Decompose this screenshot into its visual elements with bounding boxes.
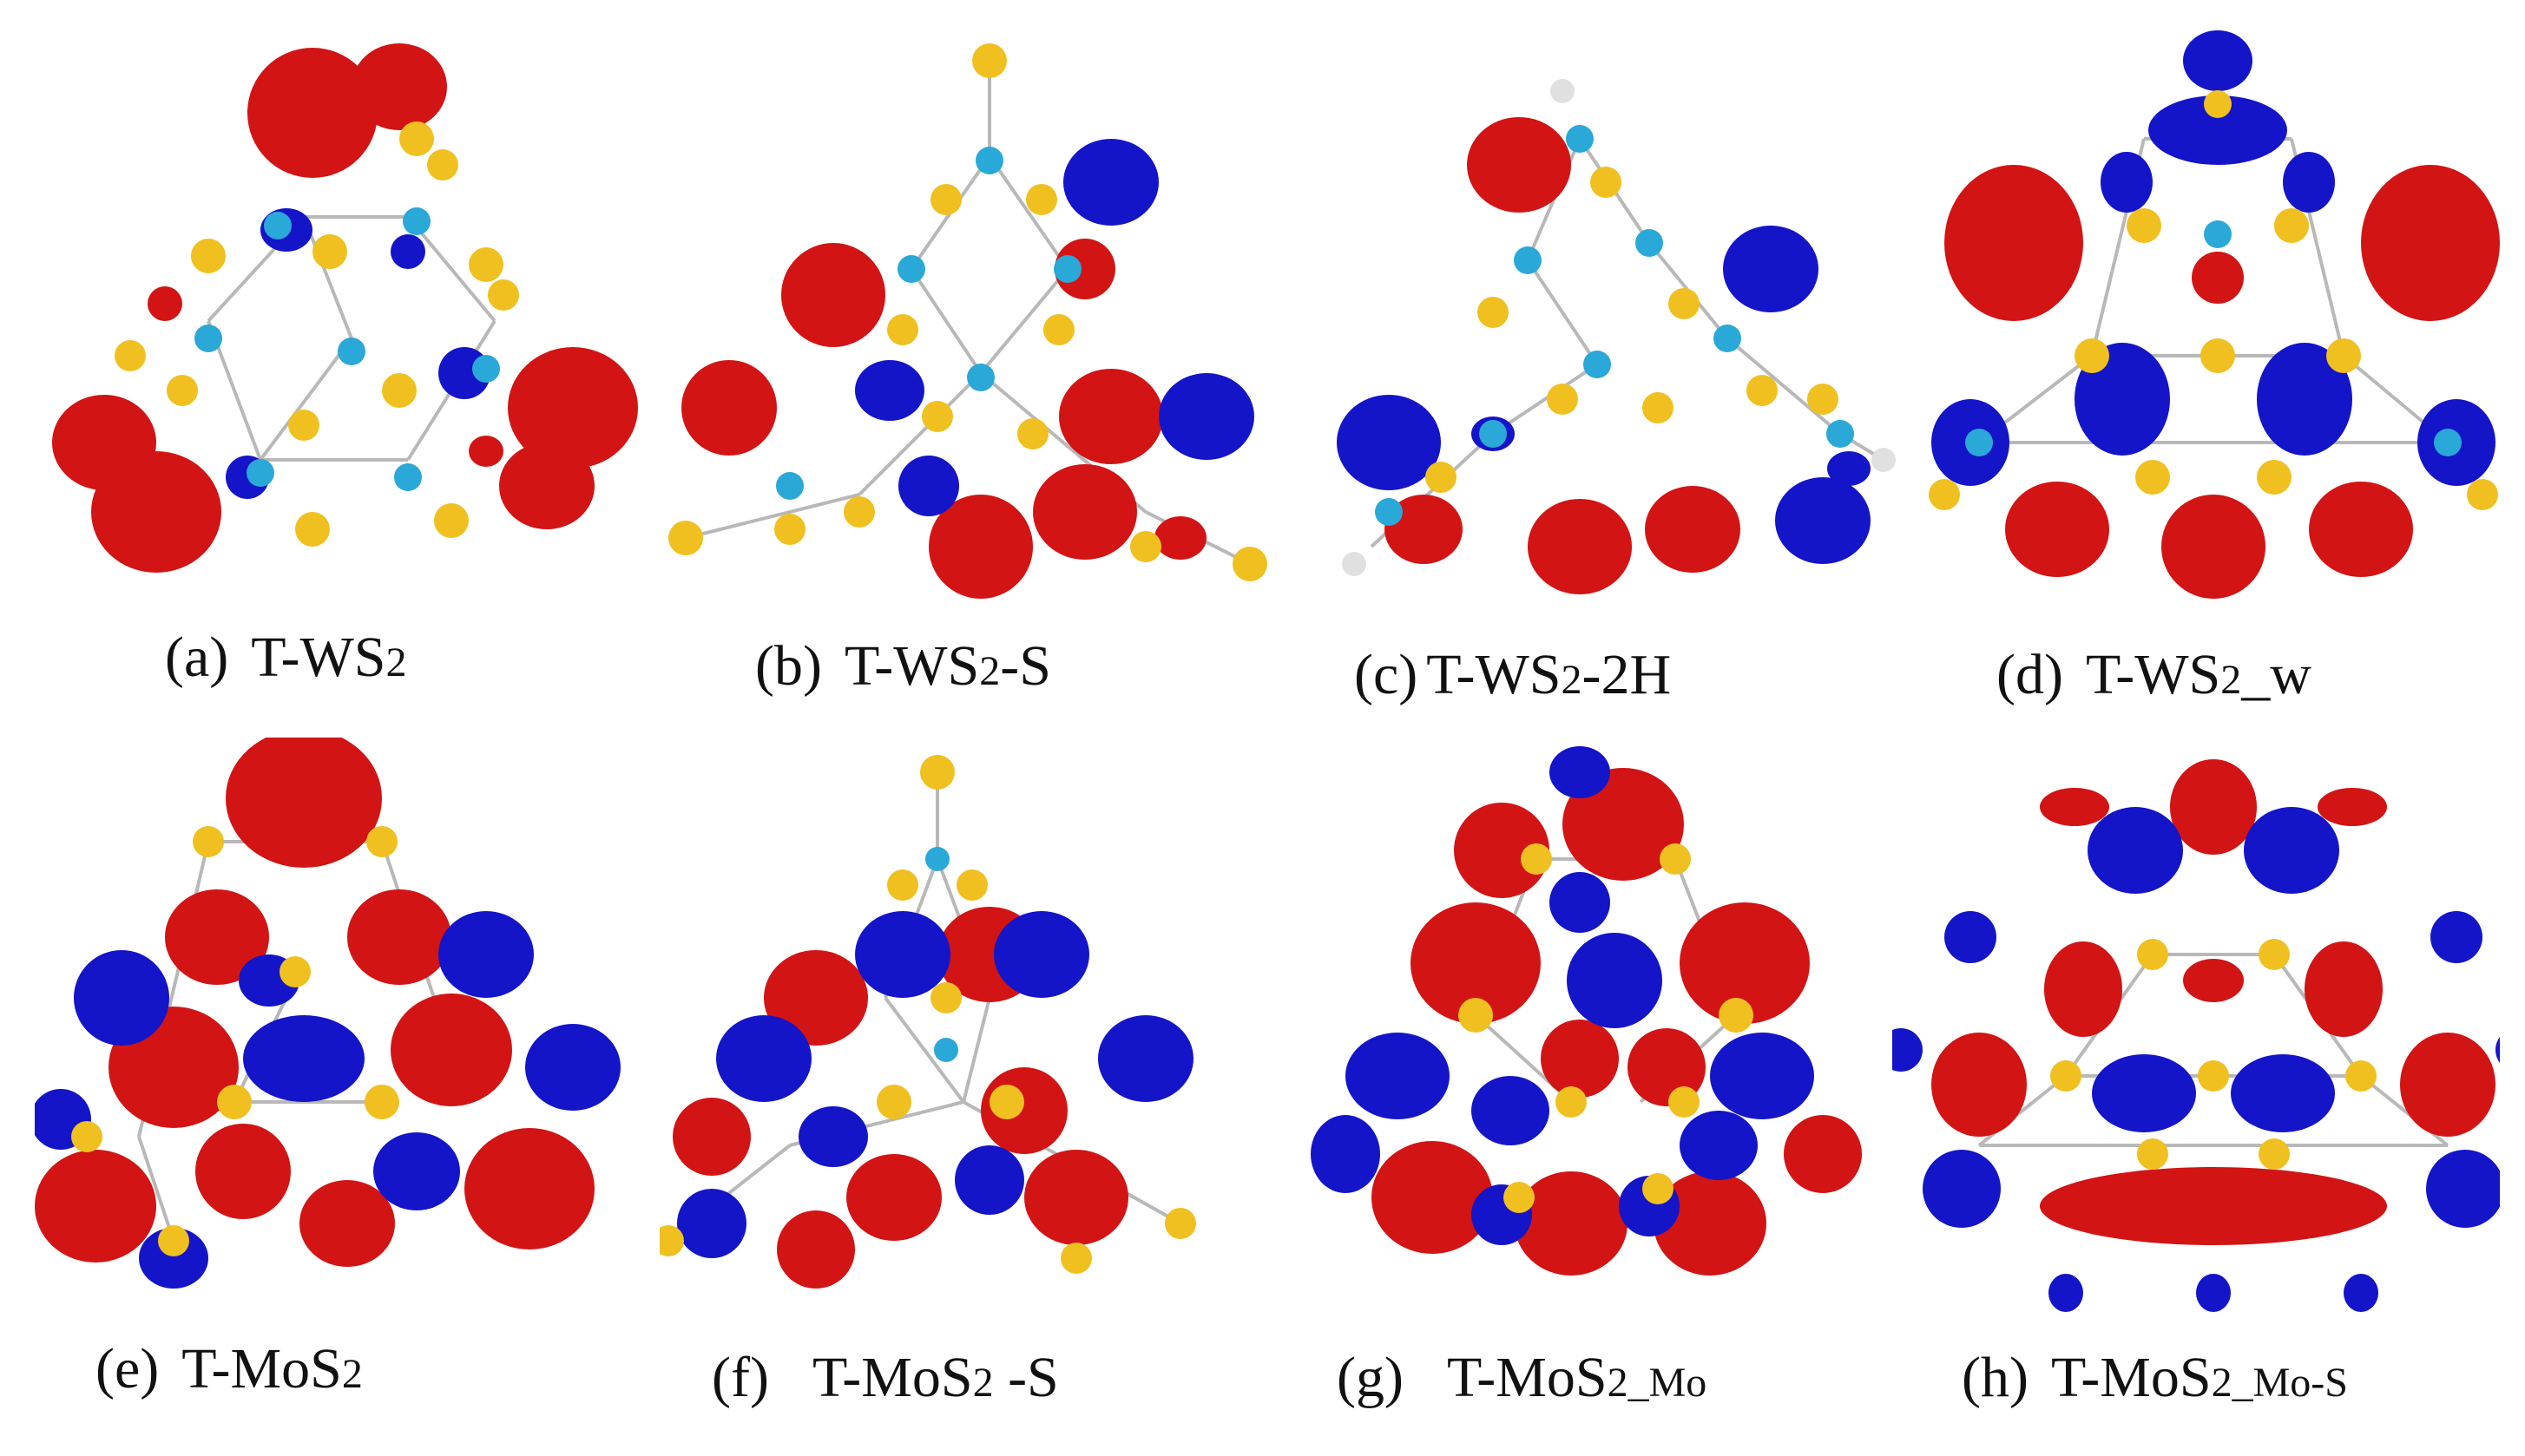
caption-d: (d) T-WS2_w: [1892, 642, 2525, 708]
panel-b: (b) T-WS2-S: [660, 26, 1267, 738]
molecule-image-g: [1311, 746, 1862, 1276]
caption-letter: (h): [1962, 1346, 2029, 1409]
panel-h: (h) T-MoS2_Mo-S: [1892, 738, 2500, 1449]
molecule-image-d: [1929, 30, 2500, 599]
molecule-image-b: [668, 43, 1267, 599]
caption-a: (a) T-WS2: [35, 625, 773, 691]
caption-name: T-MoS2 -S: [812, 1346, 1059, 1409]
caption-e: (e) T-MoS2: [35, 1336, 703, 1402]
caption-letter: (g): [1337, 1346, 1404, 1409]
caption-name: T-WS2_w: [2085, 643, 2311, 706]
caption-name: T-MoS2_Mo: [1446, 1346, 1707, 1409]
caption-letter: (c): [1354, 643, 1418, 706]
molecule-image-h: [1892, 759, 2500, 1312]
panel-f: (f) T-MoS2 -S: [660, 738, 1267, 1449]
caption-c: (c)T-WS2-2H: [1319, 642, 1962, 708]
molecule-image-a: [52, 43, 638, 573]
caption-name: T-WS2: [251, 626, 407, 689]
molecule-image-f: [660, 755, 1196, 1289]
panel-g: (g) T-MoS2_Mo: [1311, 738, 1918, 1449]
molecule-image-e: [35, 738, 621, 1289]
panel-c: (c)T-WS2-2H: [1319, 26, 1927, 738]
caption-letter: (e): [95, 1337, 160, 1400]
caption-letter: (a): [165, 626, 229, 689]
caption-letter: (b): [755, 634, 822, 698]
panel-a: (a) T-WS2: [35, 26, 642, 738]
caption-f: (f) T-MoS2 -S: [660, 1345, 1319, 1411]
panel-e: (e) T-MoS2: [35, 738, 642, 1449]
caption-b: (b) T-WS2-S: [660, 633, 1363, 699]
caption-h: (h) T-MoS2_Mo-S: [1892, 1345, 2525, 1411]
caption-letter: (f): [712, 1346, 769, 1409]
caption-name: T-WS2-2H: [1426, 643, 1672, 706]
caption-letter: (d): [1996, 643, 2063, 706]
caption-name: T-WS2-S: [844, 634, 1051, 698]
caption-name: T-MoS2: [181, 1337, 363, 1400]
caption-g: (g) T-MoS2_Mo: [1311, 1345, 1944, 1411]
caption-name: T-MoS2_Mo-S: [2050, 1346, 2348, 1409]
molecule-image-c: [1337, 79, 1896, 594]
panel-d: (d) T-WS2_w: [1892, 26, 2500, 738]
